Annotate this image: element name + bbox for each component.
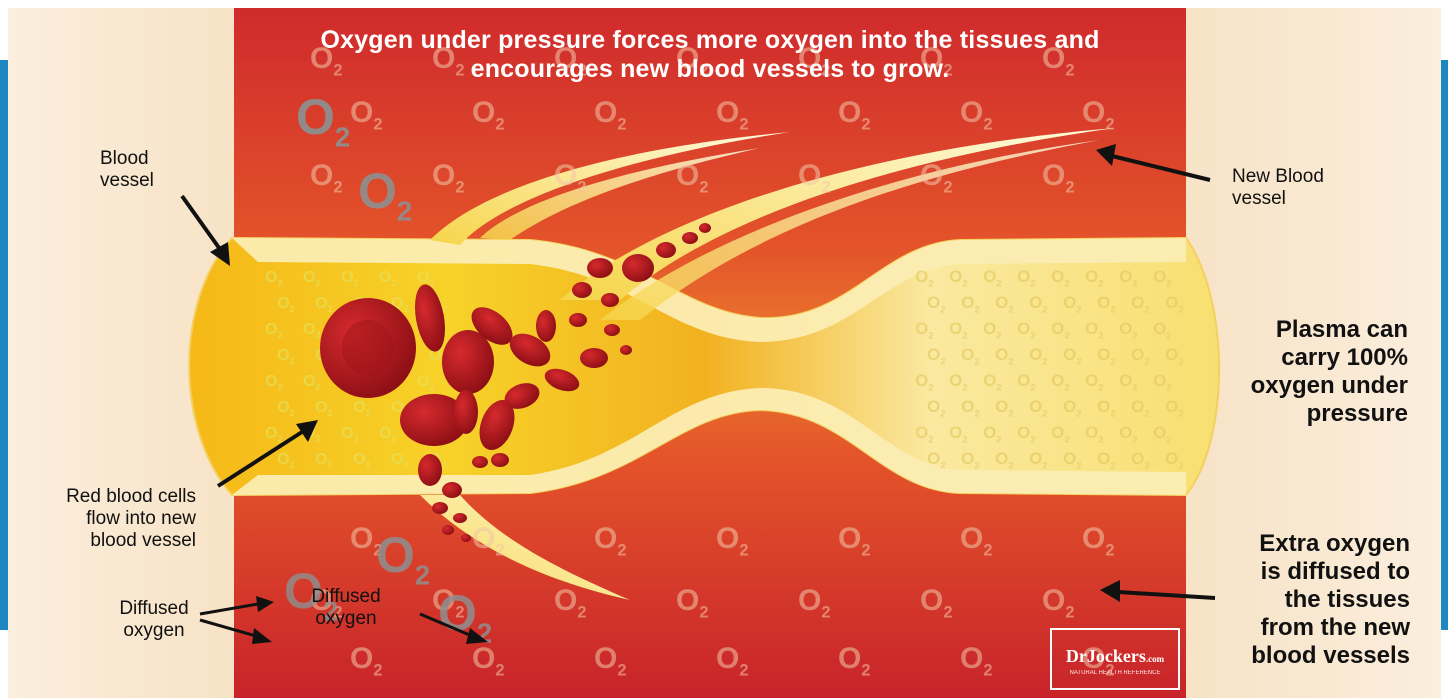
label-line: Plasma can — [1228, 316, 1408, 344]
red-blood-cell — [432, 502, 448, 514]
label-line: the tissues — [1210, 586, 1410, 614]
label-extra-oxygen: Extra oxygen is diffused to the tissues … — [1210, 530, 1410, 670]
label-line: New Blood — [1232, 166, 1324, 188]
label-new-blood-vessel: New Blood vessel — [1232, 166, 1324, 210]
label-line: blood vessel — [24, 530, 196, 552]
red-blood-cell — [601, 293, 619, 307]
red-blood-cell — [682, 232, 698, 244]
logo-tagline: NATURAL HEALTH REFERENCE — [1052, 669, 1178, 677]
red-blood-cell — [620, 345, 632, 355]
label-line: Red blood cells — [24, 486, 196, 508]
red-blood-cell — [536, 310, 556, 342]
drjockers-logo: DrJockers.com NATURAL HEALTH REFERENCE — [1050, 628, 1180, 690]
label-blood-vessel: Blood vessel — [100, 148, 154, 192]
red-blood-cell — [442, 330, 494, 394]
label-plasma: Plasma can carry 100% oxygen under press… — [1228, 316, 1408, 428]
red-blood-cell — [442, 525, 454, 535]
red-blood-cell — [472, 456, 488, 468]
label-line: blood vessels — [1210, 642, 1410, 670]
label-line: Extra oxygen — [1210, 530, 1410, 558]
red-blood-cell — [656, 242, 676, 258]
label-line: is diffused to — [1210, 558, 1410, 586]
red-blood-cell — [622, 254, 654, 282]
red-blood-cell — [461, 534, 471, 542]
headline-line-1: Oxygen under pressure forces more oxygen… — [250, 26, 1170, 55]
label-diffused-oxygen-left: Diffused oxygen — [106, 598, 202, 642]
label-diffused-oxygen-center: Diffused oxygen — [298, 586, 394, 630]
label-line: Blood — [100, 148, 154, 170]
label-line: vessel — [1232, 188, 1324, 210]
arrow-blood-vessel — [182, 196, 222, 252]
red-blood-cell — [580, 348, 608, 368]
red-blood-cell — [604, 324, 620, 336]
label-line: Diffused — [298, 586, 394, 608]
label-line: pressure — [1228, 400, 1408, 428]
logo-brand: DrJockers — [1066, 646, 1146, 666]
red-blood-cell — [453, 513, 467, 523]
red-blood-cell — [418, 454, 442, 486]
headline-line-2: encourages new blood vessels to grow. — [250, 55, 1170, 84]
red-blood-cell — [442, 482, 462, 498]
label-line: flow into new — [24, 508, 196, 530]
red-blood-cell — [587, 258, 613, 278]
label-line: oxygen — [106, 620, 202, 642]
red-blood-cell — [699, 223, 711, 233]
red-blood-cell — [572, 282, 592, 298]
label-line: Diffused — [106, 598, 202, 620]
label-line: oxygen — [298, 608, 394, 630]
headline: Oxygen under pressure forces more oxygen… — [250, 26, 1170, 84]
label-red-blood-cells: Red blood cells flow into new blood vess… — [24, 486, 196, 552]
label-line: from the new — [1210, 614, 1410, 642]
label-line: vessel — [100, 170, 154, 192]
red-blood-cell — [454, 390, 478, 434]
red-blood-cell — [569, 313, 587, 327]
logo-suffix: .com — [1146, 654, 1164, 664]
label-line: carry 100% — [1228, 344, 1408, 372]
red-blood-cell — [491, 453, 509, 467]
logo-wordmark: DrJockers.com — [1052, 646, 1178, 669]
label-line: oxygen under — [1228, 372, 1408, 400]
